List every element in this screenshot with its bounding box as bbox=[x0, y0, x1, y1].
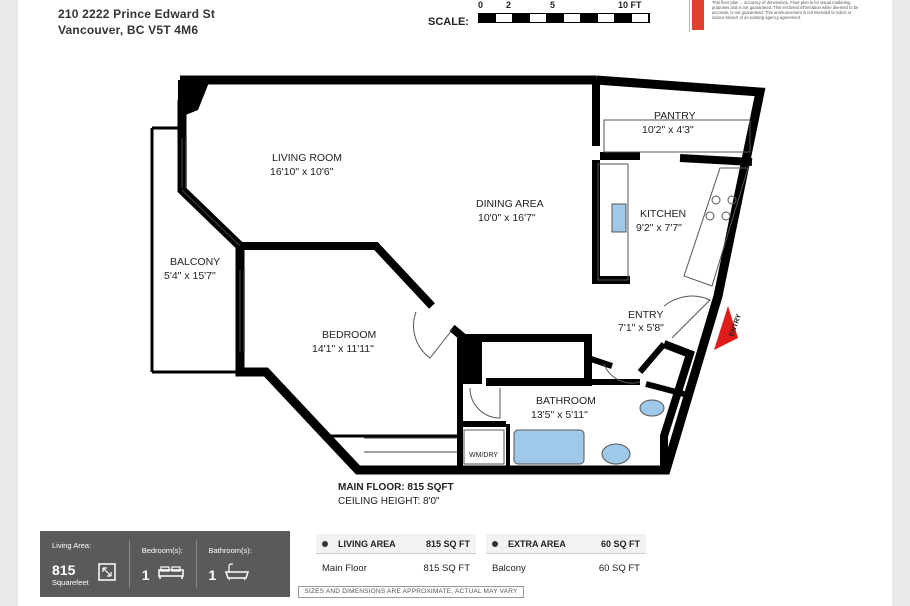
scale-tick-10: 10 FT bbox=[618, 0, 642, 10]
kitchen-sink bbox=[611, 203, 627, 233]
disclaimer-text: This floor plan ... accuracy of dimensio… bbox=[712, 0, 859, 20]
scale-label: SCALE: bbox=[428, 16, 469, 28]
washer-dryer bbox=[463, 429, 505, 465]
bathtub bbox=[513, 429, 585, 465]
bathtub-icon bbox=[225, 562, 250, 580]
brand-logo bbox=[692, 0, 704, 30]
room-bedroom-name: BEDROOM bbox=[322, 329, 377, 341]
room-pantry-name: PANTRY bbox=[654, 110, 696, 122]
pantry-shelf bbox=[603, 119, 751, 153]
pantry-south-wall bbox=[600, 152, 753, 166]
wall-block-closet bbox=[458, 338, 482, 384]
brand-vertical-text bbox=[680, 0, 690, 32]
summary-living-area: Living Area: 815 Squarefeet bbox=[40, 531, 129, 597]
laundry-door bbox=[603, 363, 641, 384]
summary-separator bbox=[195, 540, 197, 588]
bedroom-door bbox=[413, 311, 453, 359]
scale-tick-5: 5 bbox=[550, 0, 556, 10]
cooktop-burner bbox=[721, 211, 731, 221]
balcony-outline bbox=[150, 126, 240, 374]
living-area-table: LIVING AREA 815 SQ FT Main Floor 815 SQ … bbox=[316, 534, 476, 582]
living-area-row-label: Main Floor bbox=[322, 562, 367, 574]
room-kitchen-name: KITCHEN bbox=[640, 208, 687, 220]
ceiling-height-label: CEILING HEIGHT: 8'0" bbox=[338, 496, 440, 507]
extra-area-row: Balcony 60 SQ FT bbox=[486, 554, 646, 582]
listing-sheet: 210 2222 Prince Edward St Vancouver, BC … bbox=[18, 0, 892, 606]
bullet-icon bbox=[492, 540, 498, 547]
bedrooms-value: 1 bbox=[141, 566, 150, 583]
living-area-header-value: 815 SQ FT bbox=[425, 538, 470, 549]
extra-area-table: EXTRA AREA 60 SQ FT Balcony 60 SQ FT bbox=[486, 534, 646, 582]
bedroom-closet-door bbox=[364, 437, 458, 453]
bedroom-north-wall bbox=[240, 242, 435, 309]
living-area-unit: Squarefeet bbox=[52, 578, 89, 587]
living-area-header: LIVING AREA 815 SQ FT bbox=[316, 534, 476, 554]
room-entry-name: ENTRY bbox=[628, 309, 664, 321]
living-area-value: 815 bbox=[52, 562, 76, 578]
entry-wall bbox=[637, 342, 685, 397]
room-bathroom-dim: 13'5" x 5'11" bbox=[531, 409, 588, 421]
summary-bathrooms: Bathroom(s): 1 bbox=[197, 531, 264, 597]
room-bathroom-name: BATHROOM bbox=[536, 395, 596, 407]
wall-block-nw bbox=[178, 80, 210, 118]
room-bedroom-dim: 14'1" x 11'11" bbox=[312, 343, 374, 355]
bedrooms-label: Bedroom(s): bbox=[141, 545, 183, 555]
room-living-name: LIVING ROOM bbox=[272, 152, 343, 164]
bed-icon bbox=[157, 565, 184, 579]
bathrooms-label: Bathroom(s): bbox=[208, 545, 252, 555]
address-line-1: 210 2222 Prince Edward St bbox=[58, 7, 216, 21]
scale-tick-0: 0 bbox=[478, 0, 484, 10]
approximation-note: SIZES AND DIMENSIONS ARE APPROXIMATE, AC… bbox=[298, 586, 524, 598]
summary-bedrooms: Bedroom(s): 1 bbox=[130, 531, 196, 597]
cooktop-burner bbox=[705, 211, 715, 221]
floor-area-label: MAIN FLOOR: 815 SQFT bbox=[338, 482, 454, 493]
room-balcony-dim: 5'4" x 15'7" bbox=[164, 270, 216, 282]
balcony-window bbox=[181, 138, 245, 352]
cooktop-burner bbox=[711, 195, 721, 205]
room-entry-dim: 7'1" x 5'8" bbox=[618, 322, 664, 334]
summary-separator bbox=[128, 540, 130, 588]
washer-dryer-label: WM/DRY bbox=[469, 452, 499, 459]
scale-tick-2: 2 bbox=[506, 0, 512, 10]
area-icon bbox=[97, 562, 116, 581]
extra-area-row-label: Balcony bbox=[492, 562, 526, 574]
extra-area-row-value: 60 SQ FT bbox=[598, 562, 640, 574]
living-area-header-label: LIVING AREA bbox=[338, 538, 396, 549]
room-living-dim: 16'10" x 10'6" bbox=[270, 166, 334, 178]
property-address: 210 2222 Prince Edward St Vancouver, BC … bbox=[58, 6, 215, 38]
bathroom-sink bbox=[601, 443, 631, 465]
extra-area-header-label: EXTRA AREA bbox=[508, 538, 566, 549]
room-pantry-dim: 10'2" x 4'3" bbox=[642, 124, 694, 136]
bath-north-wall bbox=[587, 355, 640, 385]
bullet-icon bbox=[322, 540, 328, 547]
summary-panel: Living Area: 815 Squarefeet Bedroom(s): … bbox=[40, 531, 290, 597]
room-kitchen-dim: 9'2" x 7'7" bbox=[636, 222, 682, 234]
extra-area-header-value: 60 SQ FT bbox=[600, 538, 640, 549]
room-balcony-name: BALCONY bbox=[170, 256, 221, 268]
address-line-2: Vancouver, BC V5T 4M6 bbox=[58, 23, 199, 37]
bath-door bbox=[469, 387, 501, 419]
extra-area-header: EXTRA AREA 60 SQ FT bbox=[486, 534, 646, 554]
scale-ticks: 0 2 5 10 FT bbox=[478, 0, 658, 12]
room-dining-dim: 10'0" x 16'7" bbox=[478, 212, 536, 224]
living-area-label: Living Area: bbox=[52, 541, 92, 550]
scale-bar bbox=[478, 13, 650, 23]
kitchen-counter-west bbox=[597, 163, 629, 281]
living-area-row: Main Floor 815 SQ FT bbox=[316, 554, 476, 582]
living-area-row-value: 815 SQ FT bbox=[423, 562, 470, 574]
entry-arrow bbox=[714, 306, 738, 350]
bathrooms-value: 1 bbox=[208, 566, 217, 583]
cooktop-burner bbox=[727, 195, 737, 205]
kitchen-counter-east bbox=[683, 167, 749, 287]
toilet bbox=[639, 399, 665, 417]
entry-door bbox=[663, 295, 711, 339]
room-dining-name: DINING AREA bbox=[476, 198, 544, 210]
